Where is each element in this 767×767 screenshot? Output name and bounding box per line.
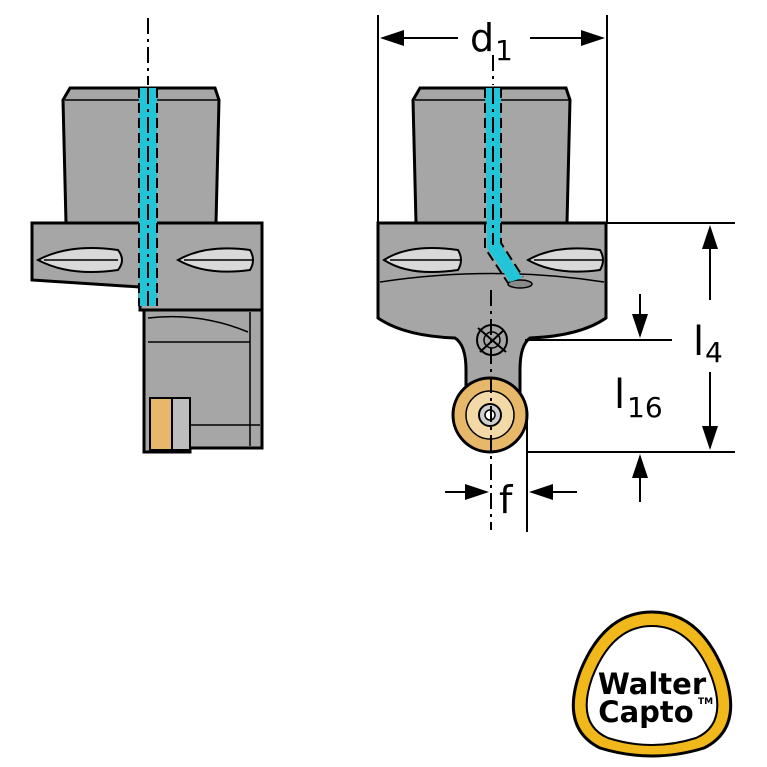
dimension-f-label: f: [499, 478, 514, 522]
side-view-insert: [149, 397, 173, 451]
dimension-l16: l 16: [525, 294, 672, 502]
logo-trademark: TM: [698, 697, 713, 707]
logo-line2: Capto: [598, 695, 693, 729]
dimension-d1-label: d: [470, 16, 494, 60]
front-view-coolant-channel: [484, 88, 524, 284]
dimension-l16-subscript: 16: [627, 391, 663, 424]
walter-capto-logo: Walter Capto TM: [571, 610, 733, 758]
side-view: [30, 18, 264, 454]
dimension-d1: d 1: [377, 15, 608, 222]
side-view-coolant-channel: [138, 88, 158, 306]
dimension-l4-label: l: [693, 319, 704, 365]
dimension-l4-subscript: 4: [705, 336, 723, 369]
dimension-l16-label: l: [614, 372, 625, 418]
dimension-l4: l 4: [526, 222, 735, 453]
dimension-f: f: [445, 420, 577, 532]
front-view: [376, 55, 608, 530]
dimension-d1-subscript: 1: [495, 34, 513, 67]
logo-line1: Walter: [598, 667, 707, 701]
